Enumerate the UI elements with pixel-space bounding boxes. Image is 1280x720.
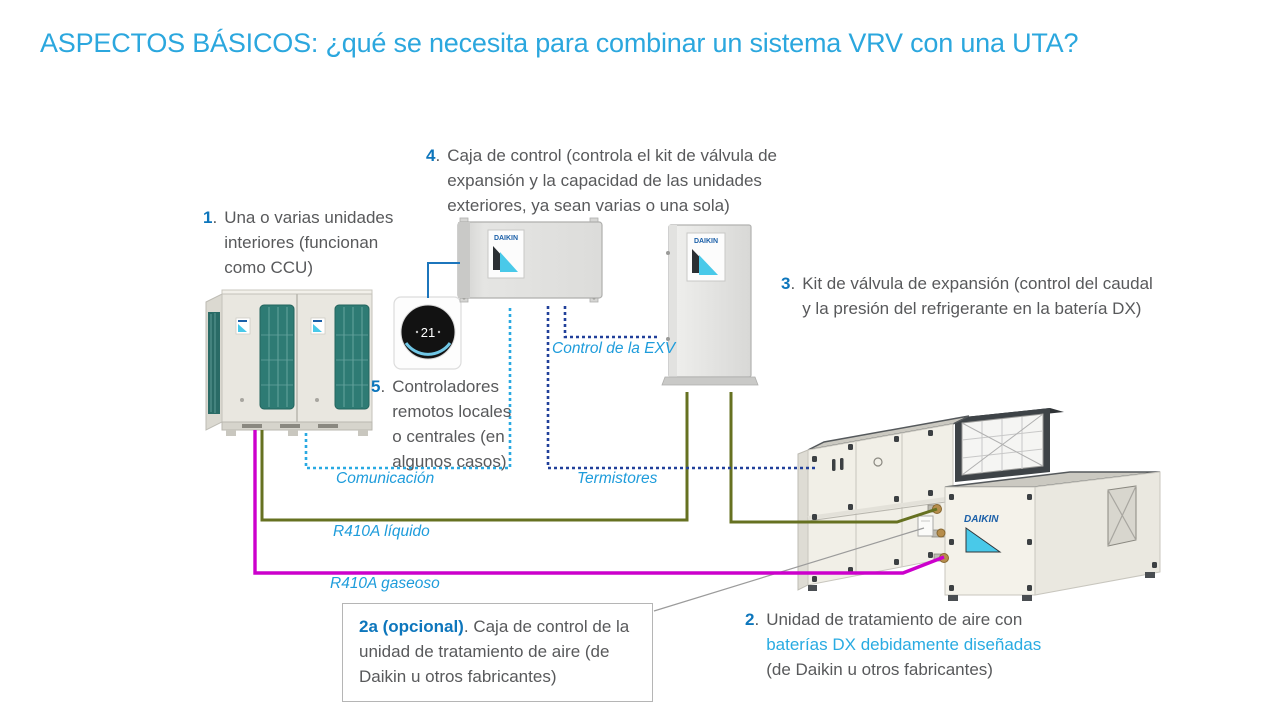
- daikin-logo-mark: [235, 317, 251, 335]
- item1-number: 1: [203, 208, 213, 227]
- page-title: ASPECTOS BÁSICOS: ¿qué se necesita para …: [40, 28, 1079, 58]
- item2-text-line1: Unidad de tratamiento de aire con: [766, 610, 1023, 629]
- item1-text: Una o varias unidades interiores (funcio…: [224, 208, 394, 277]
- svg-text:DAIKIN: DAIKIN: [964, 514, 999, 525]
- label-termistores: Termistores: [577, 470, 658, 487]
- item2a-number: 2a (opcional): [359, 617, 464, 636]
- daikin-logo-plate: DAIKIN: [686, 232, 726, 282]
- remote-controller-image: 21: [393, 296, 462, 370]
- controller-temperature-display: 21: [421, 325, 435, 340]
- svg-text:DAIKIN: DAIKIN: [494, 235, 518, 242]
- daikin-logo: DAIKIN: [964, 514, 1002, 553]
- label-comunicacion: Comunicación: [336, 470, 435, 487]
- item2-text-highlight: baterías DX debidamente diseñadas: [766, 635, 1042, 654]
- item2-number: 2: [745, 610, 755, 629]
- label-item2: 2. Unidad de tratamiento de aire con bat…: [745, 607, 1106, 682]
- item4-number: 4: [426, 146, 436, 165]
- item2-text-line3: (de Daikin u otros fabricantes): [766, 660, 993, 679]
- item5-text: Controladores remotos locales o centrale…: [392, 377, 512, 471]
- svg-text:DAIKIN: DAIKIN: [694, 238, 718, 245]
- label-item3: 3. Kit de válvula de expansión (control …: [781, 271, 1154, 321]
- exv-control-line: [563, 306, 659, 339]
- expansion-valve-kit-image: DAIKIN: [661, 224, 759, 386]
- label-item1: 1. Una o varias unidades interiores (fun…: [203, 205, 404, 280]
- item2a-text: Caja de control de la unidad de tratamie…: [359, 617, 630, 686]
- vrv-outdoor-unit-image: [205, 289, 373, 436]
- gas-pipe-stub: [939, 553, 949, 563]
- item5-number: 5: [371, 377, 381, 396]
- air-handling-unit-image: DAIKIN: [797, 408, 1161, 601]
- item2-text: Unidad de tratamiento de aire con baterí…: [766, 607, 1106, 682]
- label-r410a-liquido: R410A líquido: [333, 523, 430, 540]
- label-control-exv: Control de la EXV: [552, 340, 676, 357]
- callout-item2a: 2a (opcional). Caja de control de la uni…: [342, 603, 653, 702]
- daikin-logo-plate: DAIKIN: [487, 229, 525, 279]
- item3-text: Kit de válvula de expansión (control del…: [802, 274, 1153, 318]
- label-r410a-gaseoso: R410A gaseoso: [330, 575, 440, 592]
- label-item4: 4. Caja de control (controla el kit de v…: [426, 143, 825, 218]
- control-box-image: DAIKIN: [457, 217, 603, 303]
- daikin-logo-mark: [310, 317, 326, 335]
- item3-number: 3: [781, 274, 791, 293]
- label-item5: 5. Controladores remotos locales o centr…: [371, 374, 518, 474]
- item4-text: Caja de control (controla el kit de válv…: [447, 146, 777, 215]
- ahu-control-box: [917, 515, 934, 537]
- liquid-pipe-stub: [932, 504, 942, 514]
